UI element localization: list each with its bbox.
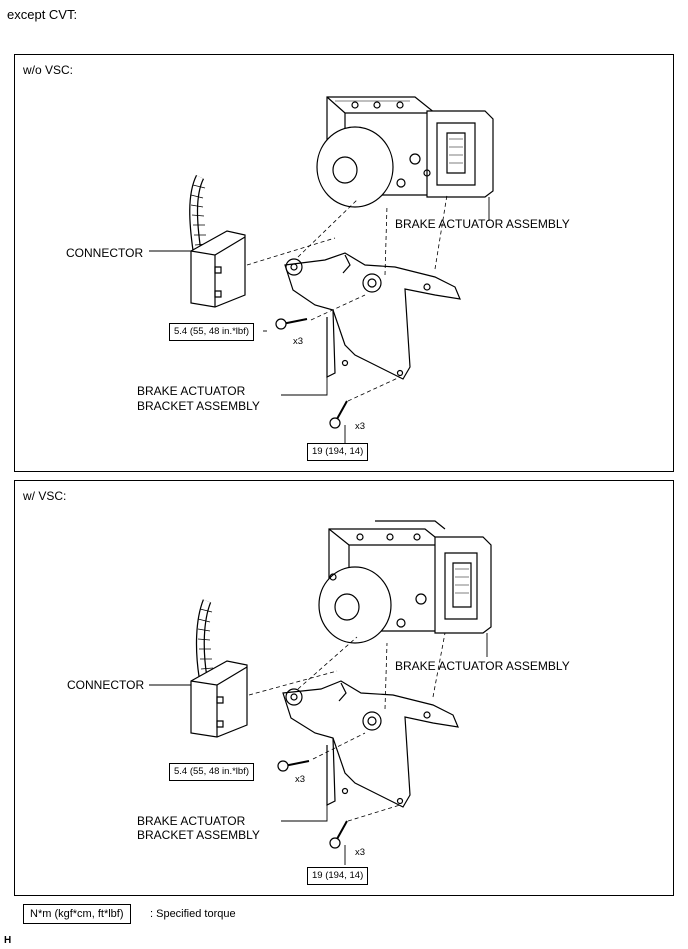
actuator-label: BRAKE ACTUATOR ASSEMBLY: [395, 217, 570, 231]
quantity-large: x3: [355, 421, 366, 432]
legend-description: : Specified torque: [150, 908, 236, 920]
figure-code: H: [4, 935, 12, 946]
bracket-label-line1: BRAKE ACTUATOR: [137, 384, 246, 398]
bracket-label-line1: BRAKE ACTUATOR: [137, 814, 246, 828]
torque-spec-small: 5.4 (55, 48 in.*lbf): [169, 763, 254, 781]
bracket-label-line2: BRACKET ASSEMBLY: [137, 828, 260, 842]
quantity-small: x3: [295, 774, 306, 785]
torque-spec-large: 19 (194, 14): [307, 443, 369, 461]
panel-without-vsc: w/o VSC:: [14, 54, 674, 472]
actuator-label: BRAKE ACTUATOR ASSEMBLY: [395, 659, 570, 673]
brake-actuator-illustration: [15, 481, 675, 897]
legend-torque-box: N*m (kgf*cm, ft*lbf): [23, 904, 131, 924]
torque-spec-small: 5.4 (55, 48 in.*lbf): [169, 323, 254, 341]
panel-with-vsc: w/ VSC:: [14, 480, 674, 896]
bracket-label-line2: BRACKET ASSEMBLY: [137, 399, 260, 413]
connector-label: CONNECTOR: [67, 678, 145, 692]
brake-actuator-illustration: [15, 55, 675, 473]
panel-label: w/ VSC:: [23, 489, 67, 503]
connector-label: CONNECTOR: [66, 246, 144, 260]
quantity-large: x3: [355, 847, 366, 858]
page-title: except CVT:: [7, 7, 78, 22]
quantity-small: x3: [293, 336, 304, 347]
panel-label: w/o VSC:: [23, 63, 74, 77]
torque-spec-large: 19 (194, 14): [307, 867, 369, 885]
